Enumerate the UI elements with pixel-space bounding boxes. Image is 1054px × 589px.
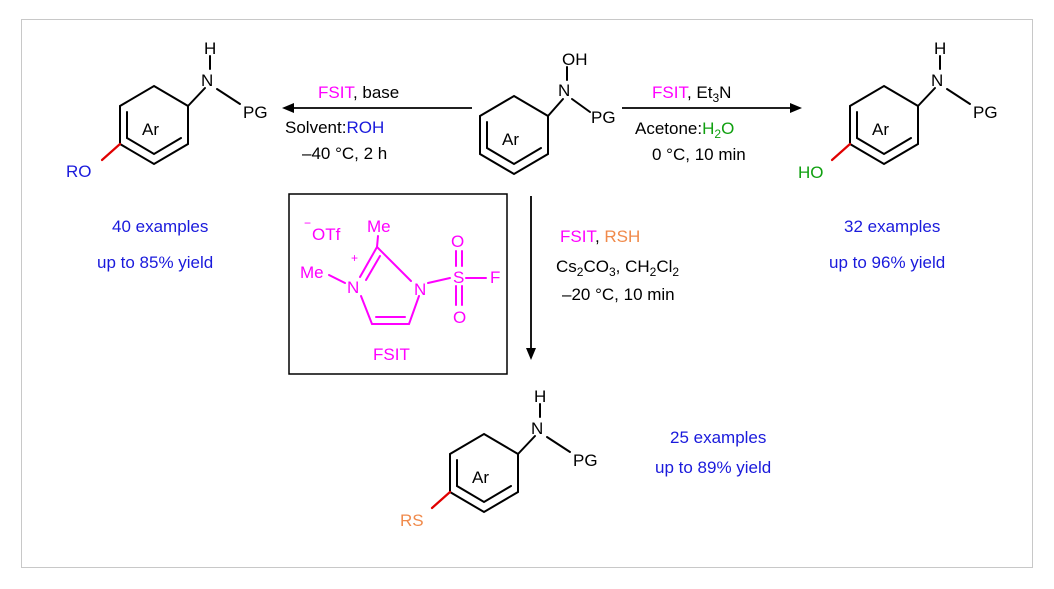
down-arrow xyxy=(526,196,536,360)
counterion: OTf xyxy=(312,225,341,244)
left-reagents: FSIT, base xyxy=(318,83,399,102)
left-yield: up to 85% yield xyxy=(97,253,213,272)
fsit-label: FSIT xyxy=(373,345,410,364)
ar-label: Ar xyxy=(502,130,519,149)
scheme-frame xyxy=(21,19,1033,568)
down-base-solvent: Cs2CO3, CH2Cl2 xyxy=(556,257,679,279)
pg-group: PG xyxy=(243,103,268,122)
ar-label: Ar xyxy=(472,468,489,487)
pg-group: PG xyxy=(591,108,616,127)
ro-group: RO xyxy=(66,162,92,181)
product-ether: N H PG Ar RO xyxy=(66,39,268,181)
pg-group: PG xyxy=(973,103,998,122)
right-solvent: Acetone:H2O xyxy=(635,119,734,141)
left-example-count: 40 examples xyxy=(112,217,208,236)
product-phenol: N H PG Ar HO xyxy=(798,39,998,182)
h-atom: H xyxy=(934,39,946,58)
fsit-structure: − OTf Me Me + N N S O O F FSIT xyxy=(300,216,500,364)
bottom-example-count: 25 examples xyxy=(670,428,766,447)
n-atom: N xyxy=(531,419,543,438)
ar-label: Ar xyxy=(872,120,889,139)
n-plus-atom: N xyxy=(347,278,359,297)
right-reagents: FSIT, Et3N xyxy=(652,83,731,105)
left-conditions: –40 °C, 2 h xyxy=(302,144,387,163)
down-conditions: –20 °C, 10 min xyxy=(562,285,675,304)
fsit-box xyxy=(288,193,508,375)
n-atom: N xyxy=(201,71,213,90)
o-bottom: O xyxy=(453,308,466,327)
right-arrow xyxy=(622,103,802,113)
o-top: O xyxy=(451,232,464,251)
n-atom: N xyxy=(558,81,570,100)
n-atom: N xyxy=(414,280,426,299)
ar-label: Ar xyxy=(142,120,159,139)
right-conditions: 0 °C, 10 min xyxy=(652,145,746,164)
f-atom: F xyxy=(490,268,500,287)
left-solvent: Solvent:ROH xyxy=(285,118,384,137)
pg-group: PG xyxy=(573,451,598,470)
ho-group: HO xyxy=(798,163,824,182)
n-atom: N xyxy=(931,71,943,90)
product-thioether: N H PG Ar RS xyxy=(400,387,598,530)
right-yield: up to 96% yield xyxy=(829,253,945,272)
down-reagents: FSIT, RSH xyxy=(560,227,640,246)
rs-group: RS xyxy=(400,511,424,530)
h-atom: H xyxy=(204,39,216,58)
me-left: Me xyxy=(300,263,324,282)
plus-sign: + xyxy=(351,251,358,265)
me-top: Me xyxy=(367,217,391,236)
left-arrow xyxy=(282,103,472,113)
h-atom: H xyxy=(534,387,546,406)
starting-material: N OH PG Ar xyxy=(479,50,616,176)
oh-group: OH xyxy=(562,50,588,69)
bottom-yield: up to 89% yield xyxy=(655,458,771,477)
s-atom: S xyxy=(453,268,464,287)
minus-sign: − xyxy=(304,216,311,230)
right-example-count: 32 examples xyxy=(844,217,940,236)
